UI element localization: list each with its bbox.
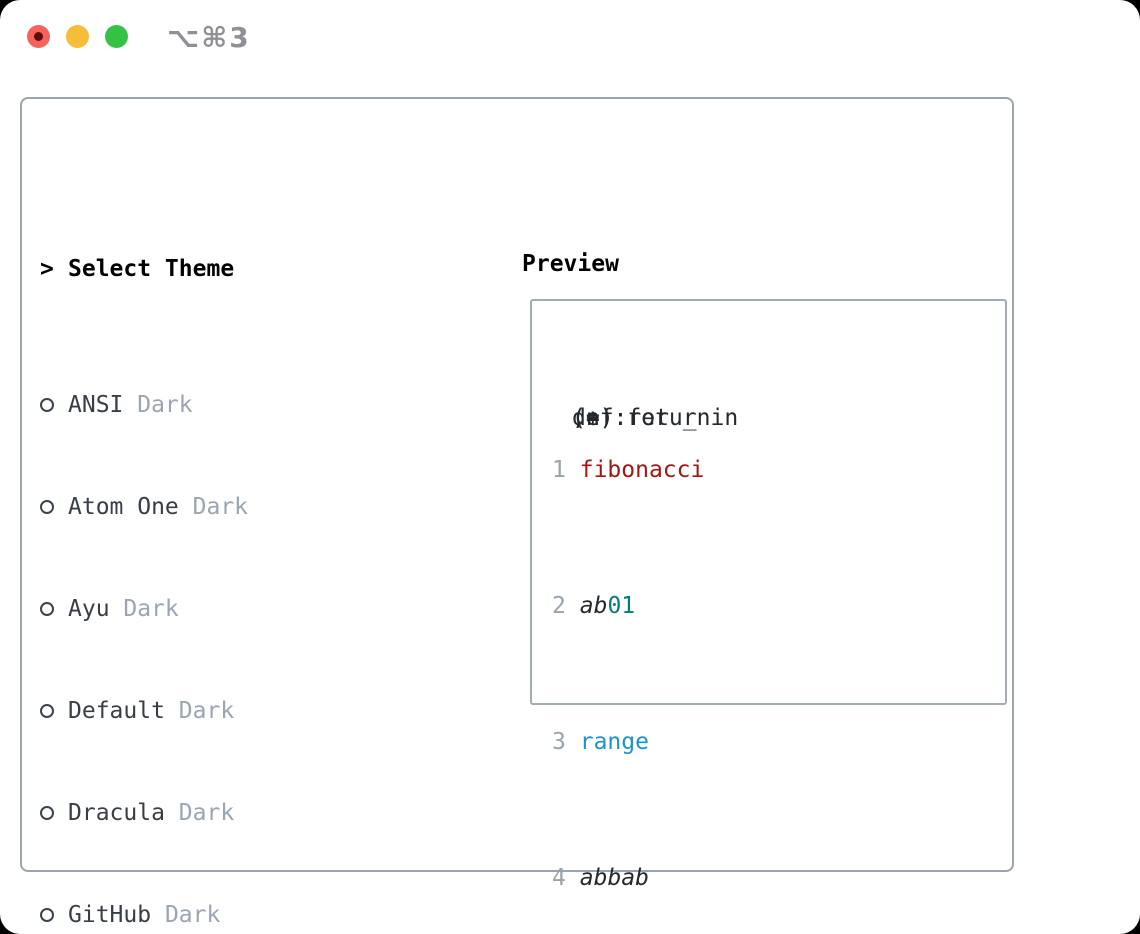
radio-icon <box>40 704 54 718</box>
code-line: 4 a, b = b, a + b <box>552 405 650 891</box>
code-line: 1 def fibonacci(n): <box>552 405 705 483</box>
preview-pane: 1 def fibonacci(n): 2 a, b = 0, 1 3 for … <box>530 299 1007 891</box>
code-preview: 1 def fibonacci(n): 2 a, b = 0, 1 3 for … <box>552 351 967 934</box>
cursor-prompt: > <box>40 256 54 282</box>
select-theme-header: > Select Theme <box>40 252 445 286</box>
close-button[interactable] <box>27 25 50 48</box>
select-theme-title: Select Theme <box>68 256 235 282</box>
window-controls <box>27 25 128 48</box>
radio-icon <box>40 398 54 412</box>
radio-icon <box>40 806 54 820</box>
minimize-button[interactable] <box>66 25 89 48</box>
code-line: 3 for _ in range(n): <box>552 405 753 755</box>
title-bar: ⌥⌘3 <box>0 0 1140 70</box>
code-line: 2 a, b = 0, 1 <box>552 405 636 619</box>
radio-icon <box>40 602 54 616</box>
preview-title: Preview <box>522 251 619 277</box>
zoom-button[interactable] <box>105 25 128 48</box>
tab-shortcut-label: ⌥⌘3 <box>167 21 251 54</box>
radio-icon <box>40 908 54 922</box>
radio-icon <box>40 500 54 514</box>
